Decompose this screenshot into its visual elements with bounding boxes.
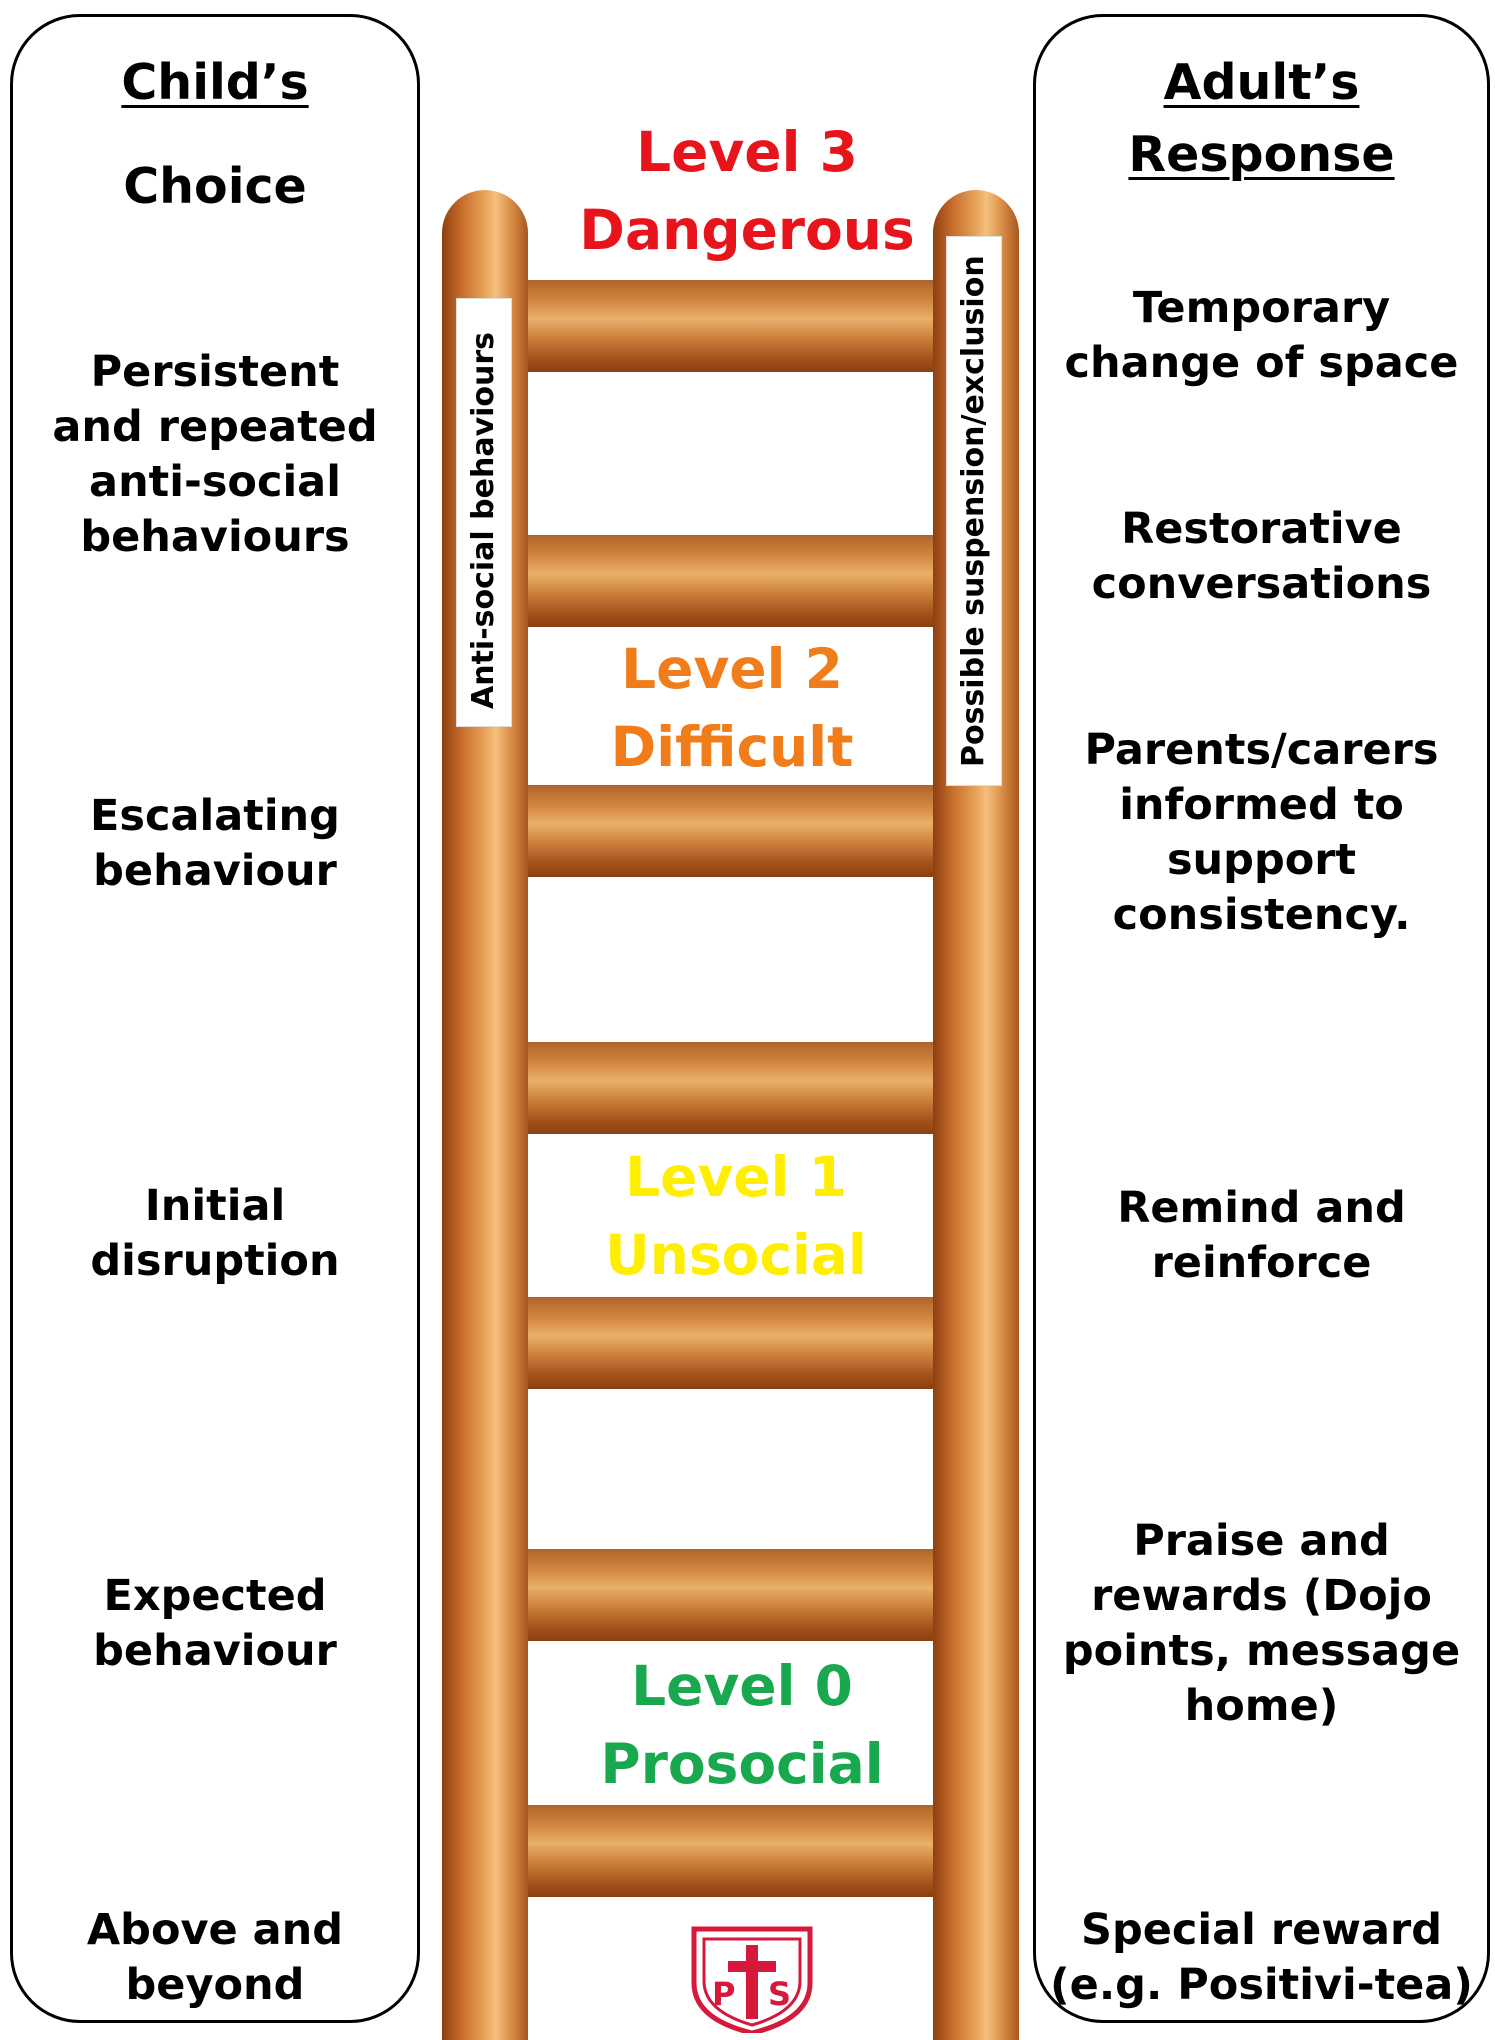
child-choice-initial: Initial disruption — [90, 1181, 340, 1286]
level-3-name: Dangerous — [579, 198, 915, 262]
child-choice-escalating: Escalating behaviour — [90, 791, 340, 896]
anti-social-label-box: Anti-social behaviours — [456, 298, 512, 727]
child-choice-above-beyond: Above and beyond — [86, 1905, 344, 2010]
adult-response-parents-informed: Parents/carers informed to support consi… — [1084, 725, 1439, 940]
ladder-rung — [528, 1297, 933, 1389]
level-0-label: Level 0 Prosocial — [522, 1647, 962, 1803]
level-0-name: Prosocial — [600, 1732, 884, 1796]
ladder-rung — [528, 1549, 933, 1641]
child-choice-persistent: Persistent and repeated anti-social beha… — [52, 347, 378, 562]
childs-choice-heading-line1: Child’s — [121, 54, 309, 111]
adult-response-praise: Praise and rewards (Dojo points, message… — [1062, 1516, 1461, 1731]
adult-response-change-space: Temporary change of space — [1064, 283, 1459, 388]
level-2-label: Level 2 Difficult — [512, 630, 952, 786]
ladder-rung — [528, 785, 933, 877]
anti-social-behaviours-label: Anti-social behaviours — [466, 331, 501, 709]
level-3-number: Level 3 — [636, 120, 858, 184]
childs-choice-panel: Child’s Choice Persistent and repeated a… — [10, 14, 420, 2023]
ladder-rung — [528, 280, 933, 372]
possible-suspension-label: Possible suspension/exclusion — [956, 255, 991, 767]
adult-response-restorative: Restorative conversations — [1091, 504, 1432, 609]
adult-response-special-reward: Special reward (e.g. Positivi-tea) — [1050, 1905, 1473, 2010]
level-2-name: Difficult — [610, 715, 854, 779]
child-choice-expected: Expected behaviour — [93, 1571, 337, 1676]
adults-response-heading-line2: Response — [1128, 126, 1395, 183]
adult-response-remind: Remind and reinforce — [1117, 1183, 1406, 1288]
level-1-name: Unsocial — [605, 1223, 867, 1287]
adults-response-heading-line1: Adult’s — [1163, 54, 1360, 111]
level-3-label: Level 3 Dangerous — [527, 113, 967, 269]
ladder-rung — [528, 1805, 933, 1897]
suspension-label-box: Possible suspension/exclusion — [946, 236, 1002, 786]
level-0-number: Level 0 — [631, 1654, 853, 1718]
ladder-rung — [528, 535, 933, 627]
level-1-number: Level 1 — [625, 1145, 847, 1209]
level-2-number: Level 2 — [621, 637, 843, 701]
childs-choice-heading-line2: Choice — [123, 158, 307, 215]
adults-response-panel: Adult’s Response Temporary change of spa… — [1033, 14, 1490, 2023]
level-1-label: Level 1 Unsocial — [516, 1138, 956, 1294]
ladder-rung — [528, 1042, 933, 1134]
